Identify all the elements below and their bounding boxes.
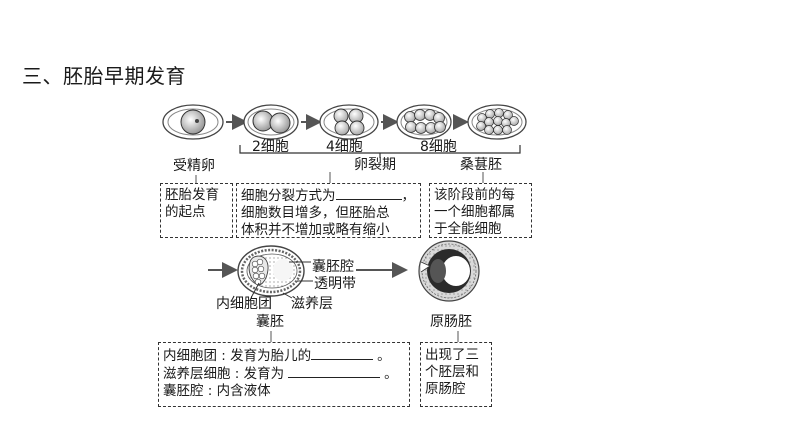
- zygote-note-line-2: 的起点: [165, 204, 206, 220]
- cleavage-blank[interactable]: [335, 187, 402, 200]
- two-cell-figure: [243, 104, 299, 140]
- zona-pellucida-label: 透明带: [314, 276, 356, 292]
- inner-cell-mass-label: 内细胞团: [216, 296, 272, 312]
- zygote-note-box: 胚胎发育 的起点: [160, 183, 233, 238]
- zygote-label: 受精卵: [173, 158, 215, 174]
- gastrula-note-line-3: 原肠腔: [425, 381, 466, 397]
- gastrula-label: 原肠胚: [430, 314, 472, 330]
- eight-cell-figure: [396, 104, 452, 140]
- cleavage-note-line-3: 体积并不增加或略有缩小: [241, 222, 390, 238]
- blastula-note-line-1: 内细胞团 : 发育为胎儿的: [163, 348, 312, 364]
- two-cell-label: 2细胞: [252, 139, 289, 155]
- blastula-note-line-3: 囊胚腔 : 内含液体: [163, 383, 271, 399]
- blastula-figure: [237, 245, 305, 297]
- zygote-note-line-1: 胚胎发育: [165, 187, 219, 203]
- gastrula-note-line-2: 个胚层和: [425, 364, 479, 380]
- morula-note-line-3: 于全能细胞: [434, 221, 502, 237]
- cleavage-note-line-1: 细胞分裂方式为: [241, 188, 336, 204]
- zygote-figure: [162, 104, 224, 140]
- blastula-label: 囊胚: [256, 314, 284, 330]
- cleavage-note-box: 细胞分裂方式为， 细胞数目增多，但胚胎总 体积并不增加或略有缩小: [236, 183, 421, 238]
- gastrula-note-box: 出现了三 个胚层和 原肠腔: [420, 342, 492, 407]
- blastocoel-label: 囊胚腔: [312, 259, 354, 275]
- icm-blank[interactable]: [311, 347, 374, 360]
- cleavage-note-line-2: 细胞数目增多，但胚胎总: [241, 205, 390, 221]
- morula-label: 桑葚胚: [460, 157, 502, 173]
- morula-note-line-2: 一个细胞都属: [434, 204, 515, 220]
- eight-cell-label: 8细胞: [420, 139, 457, 155]
- four-cell-label: 4细胞: [326, 139, 363, 155]
- gastrula-figure: [418, 240, 480, 302]
- blastula-note-box: 内细胞团 : 发育为胎儿的。 滋养层细胞 : 发育为。 囊胚腔 : 内含液体: [158, 342, 410, 407]
- blastula-note-line-2: 滋养层细胞 : 发育为: [163, 366, 285, 382]
- trophoblast-blank[interactable]: [288, 365, 381, 378]
- page-title: 三、胚胎早期发育: [22, 64, 186, 88]
- morula-figure: [467, 104, 527, 140]
- cleavage-label: 卵裂期: [354, 157, 396, 173]
- morula-note-box: 该阶段前的每 一个细胞都属 于全能细胞: [429, 183, 532, 238]
- morula-note-line-1: 该阶段前的每: [434, 187, 515, 203]
- gastrula-note-line-1: 出现了三: [425, 347, 479, 363]
- trophoblast-label: 滋养层: [291, 296, 333, 312]
- four-cell-figure: [319, 104, 379, 140]
